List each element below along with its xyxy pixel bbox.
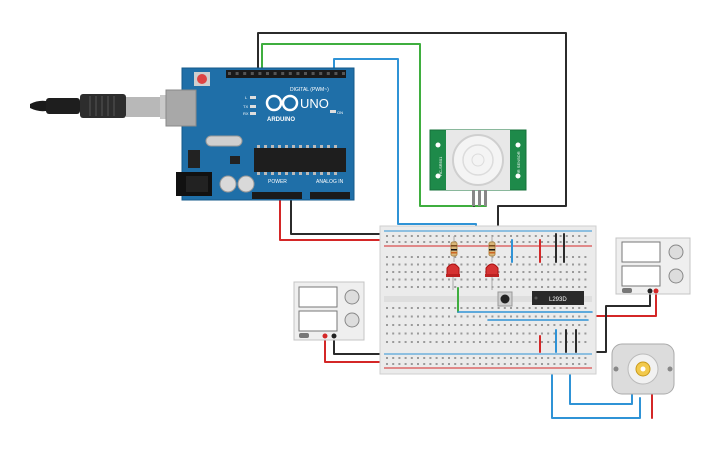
power-supply-icon[interactable] <box>615 237 691 295</box>
led-icon[interactable] <box>446 263 460 290</box>
resistor-icon[interactable] <box>450 236 458 262</box>
dc-motor-icon[interactable] <box>611 343 675 395</box>
reset-button-icon[interactable] <box>194 72 210 86</box>
pir-sensor-icon[interactable]: HC-SR501 PIR SENSOR <box>429 129 527 206</box>
wire-blue-motor-a[interactable] <box>551 341 641 419</box>
wire-red-ps-left[interactable] <box>324 336 385 363</box>
push-button-icon[interactable] <box>497 291 513 307</box>
led-l <box>250 96 256 99</box>
rx-label: RX <box>243 111 249 116</box>
board-model: UNO <box>300 96 329 111</box>
wire-black-ps-left[interactable] <box>333 336 385 355</box>
power-jack-icon[interactable] <box>176 172 212 196</box>
led-tx <box>250 105 256 108</box>
crystal-icon <box>205 135 243 147</box>
wire-red-power[interactable] <box>279 195 389 241</box>
usb-port[interactable] <box>165 89 197 127</box>
wire-red-ps-right[interactable] <box>589 293 657 317</box>
pir-right-text: PIR SENSOR <box>516 151 521 176</box>
board-brand: ARDUINO <box>267 117 295 123</box>
power-header[interactable] <box>252 192 350 199</box>
wire-black-power[interactable] <box>290 195 389 235</box>
usb-cable-icon <box>30 94 178 119</box>
infinity-logo-icon <box>265 94 299 112</box>
power-supply-icon[interactable] <box>293 281 365 341</box>
wire-black-ps-right[interactable] <box>583 293 651 353</box>
pir-left-text: HC-SR501 <box>438 156 443 176</box>
analog-label: ANALOG IN <box>316 179 344 185</box>
led-on <box>330 110 336 113</box>
power-label: POWER <box>268 179 287 185</box>
tx-label: TX <box>243 104 248 109</box>
led-icon[interactable] <box>485 263 499 290</box>
small-chip <box>230 156 240 164</box>
chip-label: L293D <box>549 297 567 303</box>
microchip-icon[interactable]: L293D <box>532 291 584 305</box>
microchip-icon <box>254 145 346 175</box>
l-label: L <box>245 95 248 100</box>
on-label: ON <box>337 110 343 115</box>
resistor-icon[interactable] <box>488 236 496 262</box>
digital-header[interactable] <box>226 70 346 78</box>
capacitor-icon <box>219 175 255 193</box>
breadboard-jumpers <box>457 233 593 353</box>
wire-black-gnd[interactable] <box>257 32 567 227</box>
digital-label: DIGITAL (PWM~) <box>290 87 329 93</box>
led-rx <box>250 112 256 115</box>
arduino-uno-board[interactable]: UNO ARDUINO DIGITAL (PWM~) POWER ANALOG … <box>165 67 355 201</box>
regulator-chip <box>188 150 200 168</box>
